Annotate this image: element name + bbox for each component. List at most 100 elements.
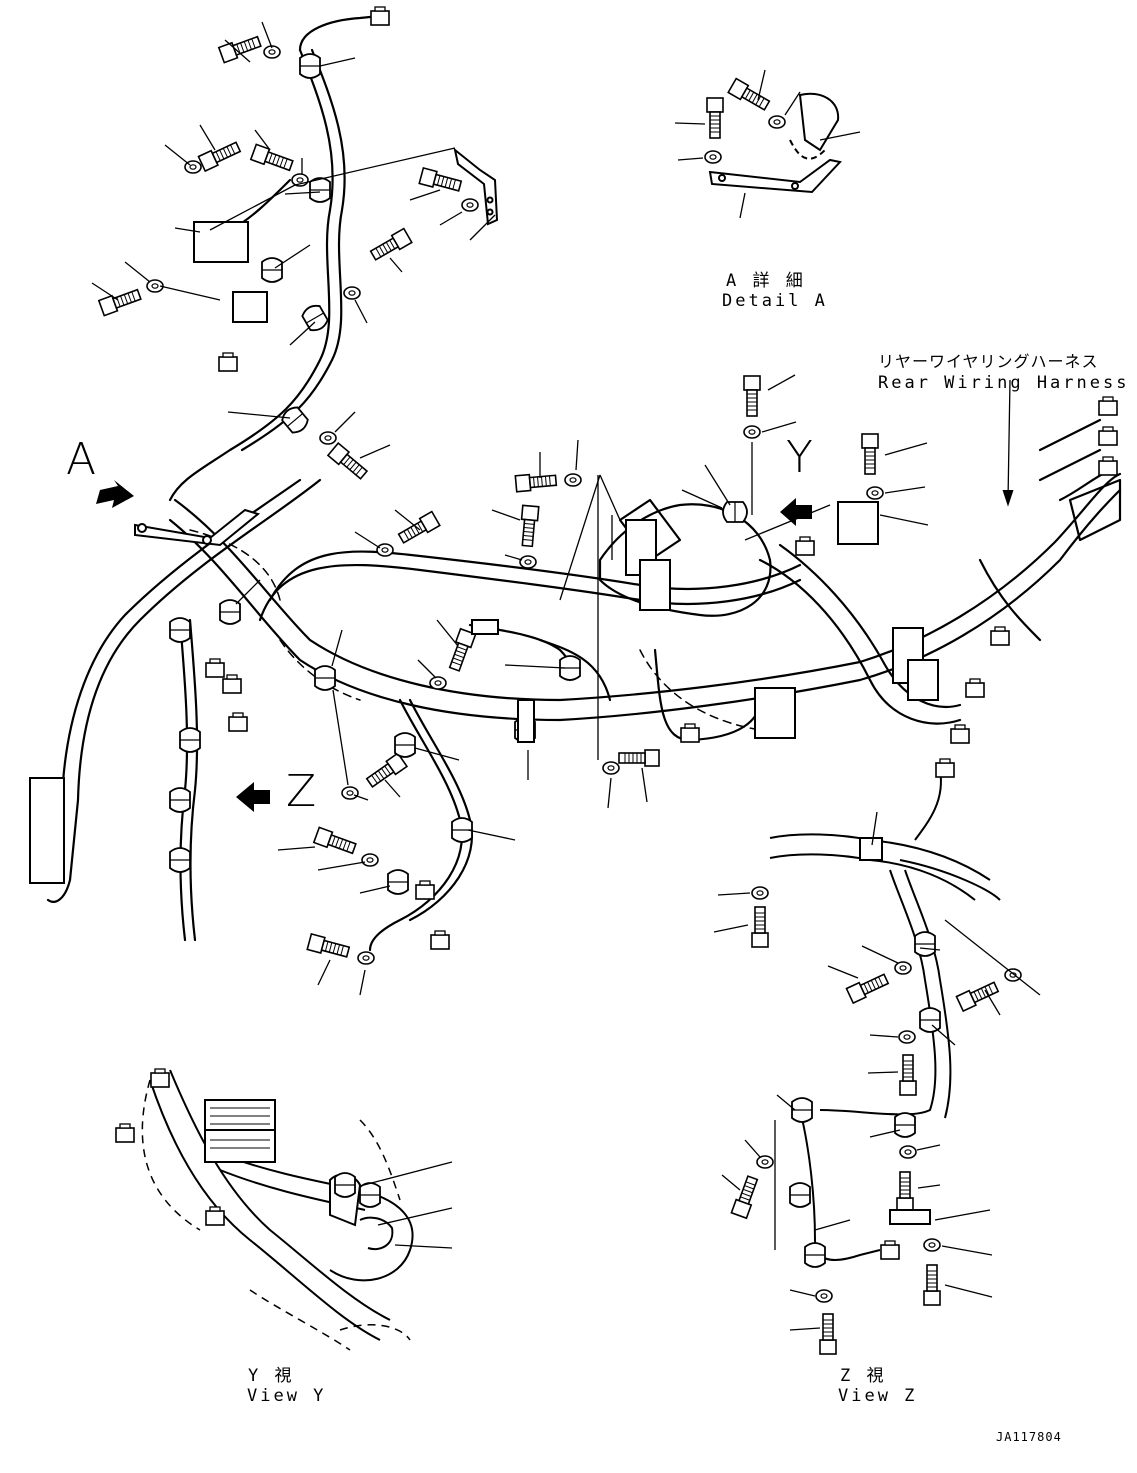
connector bbox=[228, 712, 248, 732]
harness-left-long bbox=[46, 478, 322, 903]
washer bbox=[899, 1145, 917, 1159]
harness-cable-top bbox=[298, 14, 382, 52]
connector bbox=[222, 674, 242, 694]
clamp bbox=[387, 869, 409, 895]
bolt bbox=[751, 906, 769, 948]
connector bbox=[205, 1206, 225, 1226]
view-z-drawing bbox=[769, 769, 1001, 1261]
washer bbox=[756, 1155, 774, 1169]
ecu-connectors bbox=[29, 221, 939, 1225]
connector bbox=[218, 352, 238, 372]
clamp bbox=[179, 727, 201, 753]
connector bbox=[680, 723, 700, 743]
clamp bbox=[309, 177, 331, 203]
connector bbox=[1098, 396, 1118, 416]
washer bbox=[743, 425, 761, 439]
view-z-title-jp: Z 視 bbox=[840, 1366, 887, 1386]
clamp bbox=[169, 787, 191, 813]
washer bbox=[564, 473, 582, 487]
washer bbox=[1004, 968, 1022, 982]
clamp bbox=[919, 1007, 941, 1033]
bolt bbox=[743, 375, 761, 417]
bolt bbox=[819, 1313, 837, 1355]
bolt bbox=[923, 1264, 941, 1306]
harness-trunk-upper bbox=[168, 48, 334, 502]
view-y-drawing bbox=[141, 1069, 414, 1351]
clamp bbox=[789, 1182, 811, 1208]
harness-arrow-head bbox=[1002, 489, 1014, 507]
washer bbox=[343, 286, 361, 300]
washer bbox=[894, 961, 912, 975]
washer bbox=[602, 761, 620, 775]
bracket-upper bbox=[453, 147, 499, 226]
bolt bbox=[955, 978, 1001, 1012]
bolt bbox=[368, 227, 413, 264]
washer bbox=[751, 886, 769, 900]
washer bbox=[319, 431, 337, 445]
arrow-a bbox=[96, 480, 134, 508]
clamp bbox=[804, 1242, 826, 1268]
bolt bbox=[896, 1171, 914, 1213]
bolt bbox=[218, 33, 263, 64]
bolt bbox=[706, 97, 724, 139]
bolt bbox=[313, 826, 358, 857]
detail-a-drawing bbox=[708, 92, 842, 194]
clamp bbox=[299, 53, 321, 79]
bolt bbox=[250, 143, 295, 174]
view-y-title-en: View Y bbox=[247, 1386, 327, 1406]
connector bbox=[950, 724, 970, 744]
washer bbox=[768, 115, 786, 129]
washer bbox=[898, 1030, 916, 1044]
bolt bbox=[899, 1054, 917, 1096]
view-y-title-jp: Y 視 bbox=[248, 1366, 295, 1386]
washer bbox=[866, 486, 884, 500]
bolt bbox=[727, 77, 772, 114]
connector bbox=[1098, 456, 1118, 476]
clamp bbox=[299, 301, 331, 335]
marker-a: A bbox=[66, 434, 97, 485]
washer bbox=[704, 150, 722, 164]
clamp bbox=[359, 1182, 381, 1208]
connector bbox=[430, 930, 450, 950]
washer bbox=[815, 1289, 833, 1303]
clamp bbox=[314, 665, 336, 691]
clamp bbox=[394, 732, 416, 758]
clamp bbox=[722, 501, 748, 523]
leader-lines bbox=[91, 21, 1041, 1331]
rear-harness-label-en: Rear Wiring Harness bbox=[878, 373, 1130, 393]
connector bbox=[415, 880, 435, 900]
clamp bbox=[914, 931, 936, 957]
connector bbox=[115, 1123, 135, 1143]
clamp bbox=[334, 1172, 356, 1198]
washer bbox=[341, 786, 359, 800]
marker-z: Z bbox=[286, 766, 317, 817]
connector bbox=[795, 536, 815, 556]
clamp bbox=[169, 847, 191, 873]
connector bbox=[880, 1240, 900, 1260]
bolt bbox=[514, 471, 558, 493]
bolt bbox=[197, 138, 243, 172]
drawing-id: JA117804 bbox=[996, 1430, 1062, 1444]
bolt bbox=[618, 749, 660, 767]
marker-y: Y bbox=[786, 432, 813, 483]
bolt bbox=[327, 442, 370, 482]
rear-harness-label-jp: リヤーワイヤリングハーネス bbox=[878, 352, 1099, 371]
detail-a-title-jp: A 詳 細 bbox=[726, 271, 806, 291]
connector bbox=[965, 678, 985, 698]
view-z-title-en: View Z bbox=[838, 1386, 918, 1406]
washer bbox=[429, 676, 447, 690]
connector bbox=[205, 658, 225, 678]
harness-left-vertical bbox=[178, 618, 189, 942]
bolt bbox=[306, 933, 351, 961]
connector bbox=[150, 1068, 170, 1088]
clamp bbox=[169, 617, 191, 643]
clamp-group bbox=[169, 53, 941, 1268]
washer bbox=[461, 198, 479, 212]
washer bbox=[519, 555, 537, 569]
detail-a-title-en: Detail A bbox=[722, 291, 828, 311]
harness-right-branch bbox=[758, 558, 962, 725]
bolt bbox=[418, 167, 463, 195]
washer bbox=[376, 543, 394, 557]
arrow-z bbox=[236, 782, 270, 812]
